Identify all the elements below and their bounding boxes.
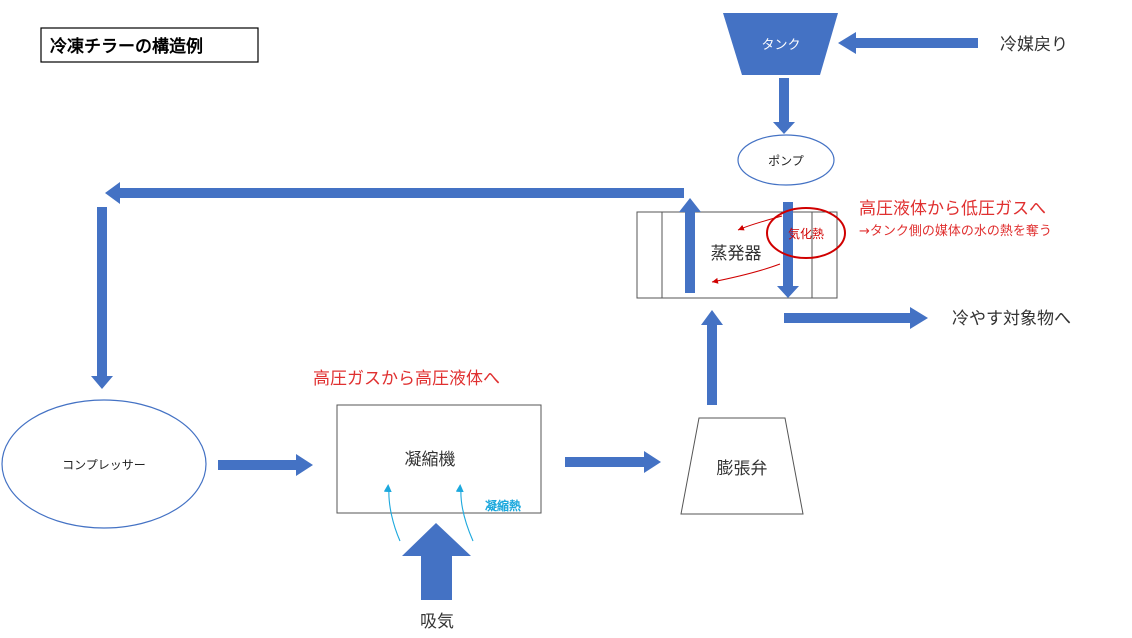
condenser-annotation: 高圧ガスから高圧液体へ — [313, 369, 500, 389]
pump-node: ポンプ — [737, 134, 835, 186]
condensation-heat-arrow-right — [455, 483, 474, 542]
heat-of-condensation-label: 凝縮熱 — [485, 498, 521, 513]
arrow-compressor-to-condenser — [218, 454, 313, 476]
title-box: 冷凍チラーの構造例 — [40, 27, 259, 63]
arrow-to-cooling-target — [784, 307, 928, 329]
tank-node: タンク — [723, 13, 838, 75]
evaporator-annotation-line1: 高圧液体から低圧ガスへ — [859, 199, 1046, 219]
heat-arrow-upper — [737, 215, 783, 231]
tank-label: タンク — [761, 38, 800, 53]
pump-label: ポンプ — [768, 154, 804, 168]
expansion-valve-label: 膨張弁 — [717, 459, 768, 479]
arrow-down-to-compressor — [91, 207, 113, 389]
arrow-evaporator-up — [679, 198, 701, 293]
compressor-label: コンプレッサー — [62, 458, 146, 472]
diagram-title: 冷凍チラーの構造例 — [50, 36, 203, 57]
evaporator-annotation-line2: →タンク側の媒体の水の熱を奪う — [859, 223, 1052, 239]
refrigerant-return-label: 冷媒戻り — [1000, 35, 1068, 55]
heat-arrow-lower — [711, 263, 781, 284]
arrow-top-return-left — [105, 182, 684, 204]
arrow-return-to-tank — [838, 32, 978, 54]
cooling-target-label: 冷やす対象物へ — [952, 309, 1071, 329]
condenser-node: 凝縮機 — [336, 404, 542, 514]
heat-of-vaporization-label: 気化熱 — [788, 226, 824, 241]
condensation-heat-arrow-left — [383, 483, 401, 542]
arrow-valve-to-evaporator — [701, 310, 723, 405]
expansion-valve-node: 膨張弁 — [680, 417, 804, 515]
arrow-tank-to-pump — [773, 78, 795, 134]
compressor-node: コンプレッサー — [1, 399, 207, 529]
arrow-intake-up — [402, 523, 471, 600]
condenser-label: 凝縮機 — [405, 450, 456, 470]
evaporator-node: 蒸発器 — [636, 211, 838, 299]
heat-of-vaporization-circle — [766, 207, 846, 259]
arrow-pump-into-evaporator — [777, 202, 799, 298]
evaporator-label: 蒸発器 — [711, 244, 762, 264]
intake-label: 吸気 — [420, 612, 454, 632]
arrow-condenser-to-valve — [565, 451, 661, 473]
